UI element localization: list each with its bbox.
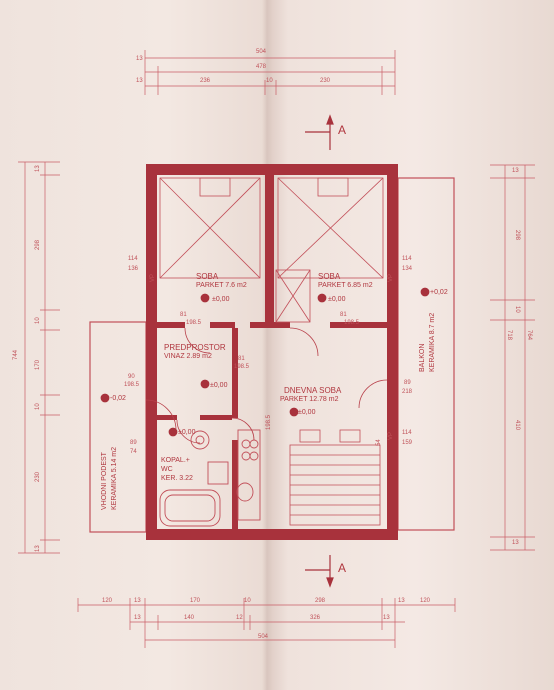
level-symbols xyxy=(100,287,430,437)
interior-walls xyxy=(157,175,387,529)
dim-bot-total: 504 xyxy=(258,634,269,640)
room-kopal-wc: WC xyxy=(161,466,173,473)
opening-o2: 114 xyxy=(402,256,412,262)
room-soba1-sub: PARKET 7.6 m2 xyxy=(196,282,247,289)
room-dnevna-sub: PARKET 12.78 m2 xyxy=(280,396,339,403)
opening-o10: 54 xyxy=(376,439,382,446)
opening-o3b: 198.5 xyxy=(186,320,202,326)
opening-vp-right2: VP xyxy=(388,431,394,440)
opening-o4: 81 xyxy=(340,312,347,318)
dim-bot-120a: 120 xyxy=(102,598,113,604)
room-soba2-name: SOBA xyxy=(318,272,341,281)
opening-o9: 114 xyxy=(402,430,412,436)
room-soba1-name: SOBA xyxy=(196,272,219,281)
dim-top-total: 504 xyxy=(256,49,267,55)
dim-left-10a: 10 xyxy=(35,317,41,324)
opening-o6: 90 xyxy=(128,374,135,380)
dim-top-230: 230 xyxy=(320,78,331,84)
dim-right-764: 764 xyxy=(526,330,532,341)
dim-top-inner: 478 xyxy=(256,64,267,70)
dim-bot-120b: 120 xyxy=(420,598,431,604)
dim-bot-10: 10 xyxy=(244,598,251,604)
stair-and-furniture xyxy=(289,429,381,526)
dim-bot2-326: 326 xyxy=(310,615,321,621)
room-dnevna-level: ±0,00 xyxy=(298,409,316,416)
opening-o2b: 134 xyxy=(402,266,413,272)
dim-right-10: 10 xyxy=(514,306,520,313)
dim-left-170: 170 xyxy=(35,359,41,370)
opening-o3: 81 xyxy=(180,312,187,318)
section-mark-bottom: A xyxy=(338,561,347,575)
dim-top-13a: 13 xyxy=(136,56,143,62)
opening-o7: 89 xyxy=(130,440,137,446)
dim-right-298: 298 xyxy=(514,230,520,241)
dim-left-13b: 13 xyxy=(35,545,41,552)
level-l1: -0,02 xyxy=(110,395,126,402)
dim-right-410: 410 xyxy=(514,420,520,431)
opening-o8: 89 xyxy=(404,380,411,386)
room-predprostor-name: PREDPROSTOR xyxy=(164,343,226,352)
door-swings xyxy=(145,327,388,444)
dim-bot-298: 298 xyxy=(315,598,326,604)
room-soba2-level: ±0,00 xyxy=(328,296,346,303)
room-predprostor-sub: VINAZ 2.89 m2 xyxy=(164,353,212,360)
room-kopal-sub: KER. 3.22 xyxy=(161,475,193,482)
outer-walls xyxy=(146,164,398,540)
dim-left-10b: 10 xyxy=(35,403,41,410)
bathroom-fixtures xyxy=(159,430,254,527)
dim-top-10: 10 xyxy=(266,78,273,84)
opening-o6b: 198.5 xyxy=(124,382,140,388)
dim-bot2-140: 140 xyxy=(184,615,195,621)
level-l3: ±0,00 xyxy=(210,382,228,389)
opening-o5: 81 xyxy=(238,356,245,362)
level-l2: +0,02 xyxy=(430,289,448,296)
dim-right-718: 718 xyxy=(506,330,512,341)
room-balkon-name: BALKON xyxy=(419,343,426,372)
opening-o1: 114 xyxy=(128,256,138,262)
dim-left-298: 298 xyxy=(35,239,41,250)
wardrobes xyxy=(159,177,384,323)
dim-bot2-12: 12 xyxy=(236,615,243,621)
dim-left-744: 744 xyxy=(13,349,19,360)
dim-bot-170: 170 xyxy=(190,598,201,604)
section-markers xyxy=(305,114,334,588)
dim-right-13b: 13 xyxy=(512,540,519,546)
kitchen-counter xyxy=(237,429,261,521)
opening-o4b: 198.5 xyxy=(344,320,360,326)
opening-vp-right: VP xyxy=(388,273,394,282)
dim-left-230: 230 xyxy=(35,471,41,482)
room-vhodni-name: VHODNI PODEST xyxy=(101,452,108,510)
level-l4: ±0,00 xyxy=(178,429,196,436)
room-vhodni-sub: KERAMIKA 5.14 m2 xyxy=(111,446,118,510)
opening-o7b: 74 xyxy=(130,449,137,455)
dim-top-13b: 13 xyxy=(136,78,143,84)
dim-bot2-13: 13 xyxy=(134,615,141,621)
dim-left-13a: 13 xyxy=(35,165,41,172)
opening-o1b: 136 xyxy=(128,266,139,272)
room-balkon-sub: KERAMIKA 8.7 m2 xyxy=(429,312,436,372)
opening-o5b: 198.5 xyxy=(234,364,250,370)
dim-bot-13a: 13 xyxy=(134,598,141,604)
dimension-lines xyxy=(18,50,535,648)
opening-o9b: 159 xyxy=(402,440,413,446)
dim-top-236: 236 xyxy=(200,78,211,84)
room-dnevna-name: DNEVNA SOBA xyxy=(284,386,342,395)
dim-bot-13b: 13 xyxy=(398,598,405,604)
room-soba2-sub: PARKET 6.85 m2 xyxy=(318,282,373,289)
room-soba1-level: ±0,00 xyxy=(212,296,230,303)
opening-o8b: 218 xyxy=(402,389,413,395)
dim-right-13a: 13 xyxy=(512,168,519,174)
paper-fold xyxy=(262,0,272,690)
dim-bot2-13b: 13 xyxy=(383,615,390,621)
opening-vp-left: VP xyxy=(150,273,156,282)
room-kopal-name: KOPAL.+ xyxy=(161,457,190,464)
section-mark-top: A xyxy=(338,123,347,137)
opening-o10b: 198.5 xyxy=(266,414,272,430)
